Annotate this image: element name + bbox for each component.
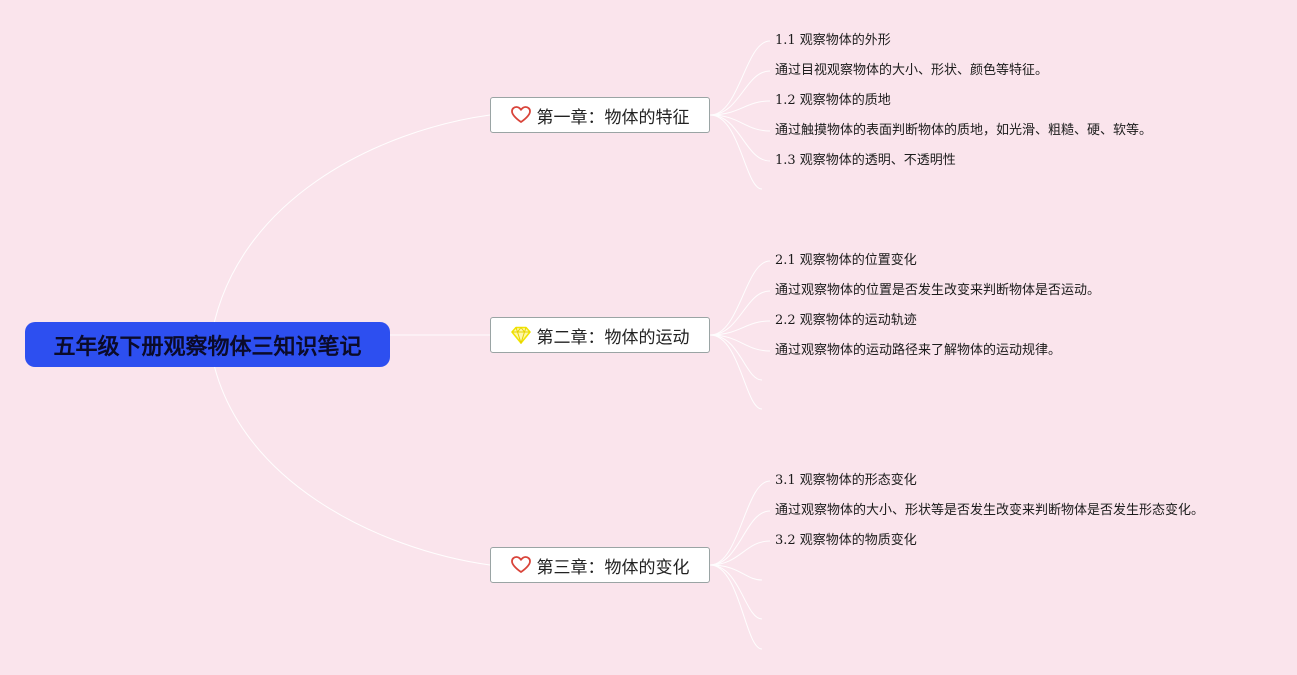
diamond-icon bbox=[510, 325, 531, 345]
heart-icon bbox=[510, 555, 531, 575]
leaf-1-4[interactable]: 通过触摸物体的表面判断物体的质地，如光滑、粗糙、硬、软等。 bbox=[775, 123, 1153, 138]
leaf-1-5[interactable]: 1.3 观察物体的透明、不透明性 bbox=[775, 153, 956, 168]
chapter-1-label: 第一章：物体的特征 bbox=[536, 107, 690, 128]
root-topic[interactable]: 五年级下册观察物体三知识笔记 bbox=[25, 322, 390, 367]
leaf-2-4[interactable]: 通过观察物体的运动路径来了解物体的运动规律。 bbox=[775, 343, 1062, 358]
leaf-3-1[interactable]: 3.1 观察物体的形态变化 bbox=[775, 473, 917, 488]
connector-ch2-leaf-2 bbox=[709, 290, 771, 336]
connector-ch1-leaf-6 bbox=[709, 114, 763, 190]
connector-ch1-leaf-1 bbox=[709, 40, 771, 116]
chapter-3-label: 第三章：物体的变化 bbox=[536, 557, 690, 578]
chapter-1-node[interactable]: 第一章：物体的特征 bbox=[490, 97, 710, 133]
leaf-1-2[interactable]: 通过目视观察物体的大小、形状、颜色等特征。 bbox=[775, 63, 1049, 78]
heart-icon bbox=[510, 105, 531, 125]
connector-ch2-leaf-4 bbox=[709, 334, 771, 352]
connector-ch3-leaf-5 bbox=[709, 564, 763, 620]
chapter-2-node[interactable]: 第二章：物体的运动 bbox=[490, 317, 710, 353]
connector-root-chapter-3 bbox=[209, 344, 491, 566]
leaf-2-1[interactable]: 2.1 观察物体的位置变化 bbox=[775, 253, 917, 268]
connector-ch1-leaf-5 bbox=[709, 114, 771, 162]
connector-ch3-leaf-3 bbox=[709, 540, 771, 566]
connector-ch2-leaf-3 bbox=[709, 320, 771, 336]
chapter-2-label: 第二章：物体的运动 bbox=[536, 327, 690, 348]
connector-ch1-leaf-4 bbox=[709, 114, 771, 132]
connector-ch2-leaf-6 bbox=[709, 334, 763, 410]
connector-root-chapter-1 bbox=[209, 114, 491, 346]
connector-ch1-leaf-2 bbox=[709, 70, 771, 116]
connector-ch2-leaf-1 bbox=[709, 260, 771, 336]
connector-ch1-leaf-3 bbox=[709, 100, 771, 116]
leaf-2-2[interactable]: 通过观察物体的位置是否发生改变来判断物体是否运动。 bbox=[775, 283, 1101, 298]
connector-ch3-leaf-1 bbox=[709, 480, 771, 566]
connector-ch3-leaf-6 bbox=[709, 564, 763, 650]
connector-ch3-leaf-2 bbox=[709, 510, 771, 566]
leaf-3-3[interactable]: 3.2 观察物体的物质变化 bbox=[775, 533, 917, 548]
leaf-1-1[interactable]: 1.1 观察物体的外形 bbox=[775, 33, 891, 48]
root-topic-label: 五年级下册观察物体三知识笔记 bbox=[53, 334, 362, 360]
connector-ch2-leaf-5 bbox=[709, 334, 763, 381]
leaf-2-3[interactable]: 2.2 观察物体的运动轨迹 bbox=[775, 313, 917, 328]
chapter-3-node[interactable]: 第三章：物体的变化 bbox=[490, 547, 710, 583]
leaf-3-2[interactable]: 通过观察物体的大小、形状等是否发生改变来判断物体是否发生形态变化。 bbox=[775, 503, 1205, 518]
leaf-1-3[interactable]: 1.2 观察物体的质地 bbox=[775, 93, 891, 108]
connector-ch3-leaf-4 bbox=[709, 564, 763, 581]
